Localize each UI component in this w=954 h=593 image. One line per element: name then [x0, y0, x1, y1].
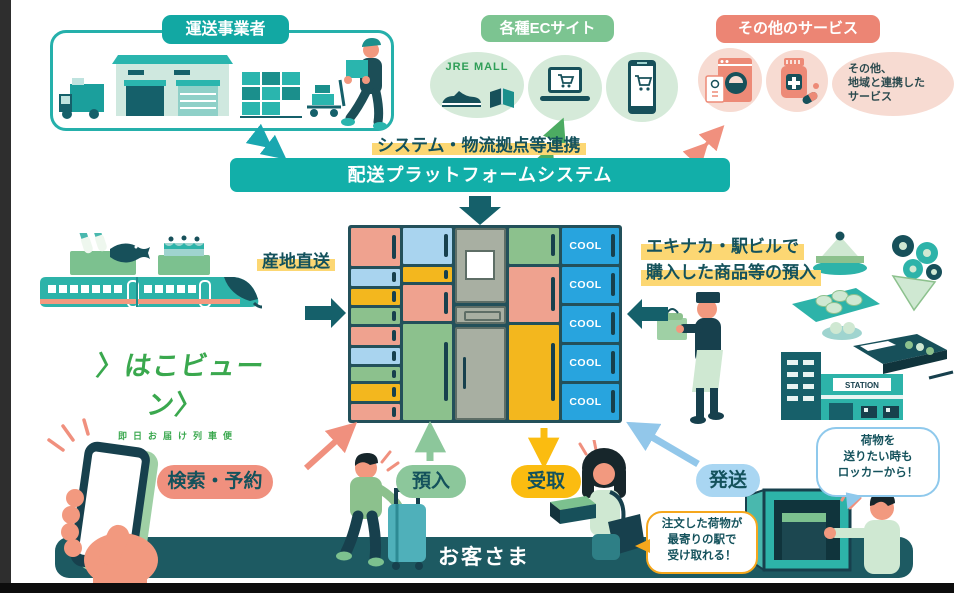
locker-send-illustration — [745, 482, 900, 574]
stacked-boxes-icon — [240, 72, 302, 118]
bouquet-icon — [891, 235, 942, 312]
warehouse-icon — [112, 55, 233, 116]
medicine-icon — [781, 58, 819, 104]
hakobyun-logo-text: 〉はこビューン〉 — [94, 351, 267, 420]
chef-illustration — [657, 292, 724, 424]
locker-cell-blue — [402, 228, 452, 264]
locker-cell-cool: COOL — [562, 228, 620, 264]
jre-mall-text: JRE MALL — [445, 61, 509, 73]
locker-cell-salmon — [351, 327, 400, 345]
locker-cell-green — [402, 324, 452, 420]
station-sign-text: STATION — [845, 381, 879, 390]
phone-cart-icon — [628, 60, 656, 114]
cake-cargo-icon — [158, 235, 210, 275]
transport-illustration — [59, 38, 387, 130]
locker-cell-green — [351, 307, 400, 325]
locker-cell-blue — [351, 347, 400, 365]
search-reserve-pill: 検索・予約 — [157, 465, 273, 499]
platform-to-locker-arrow — [459, 196, 501, 225]
locker-cell-yellow — [402, 266, 452, 283]
hand-smartphone-illustration — [47, 418, 159, 583]
shoe-book-icons — [442, 88, 514, 108]
produce-cargo-icon — [70, 233, 150, 275]
ship-pill: 発送 — [696, 464, 760, 497]
receive-pill: 受取 — [511, 465, 581, 498]
deposit-pill: 預入 — [396, 465, 466, 498]
locker-cell-yellow — [351, 288, 400, 305]
transport-link-arrow — [245, 123, 287, 160]
system-link-label: システム・物流拠点等連携 — [372, 131, 586, 156]
direct-shipping-label: 産地直送 — [257, 247, 335, 272]
locker-cell-salmon — [351, 228, 400, 267]
regional-services-text: その他、 地域と連携した サービス — [848, 63, 925, 103]
delivery-person-icon — [341, 38, 387, 130]
other-link-arrow — [682, 125, 725, 169]
locker-control-panel — [454, 228, 506, 303]
ekinaka-deposit-label: エキナカ・駅ビルで 購入した商品等の預入 — [641, 234, 821, 286]
locker-slot — [454, 305, 506, 324]
locker-cell-green — [508, 228, 560, 264]
locker-column — [351, 228, 400, 420]
suitcase-man-illustration — [336, 450, 426, 570]
locker-cell-yellow — [351, 384, 400, 401]
woman-receiving-box-illustration — [550, 440, 645, 560]
locker-cell-salmon — [402, 285, 452, 322]
laundry-circle — [698, 48, 762, 112]
locker-cell-green — [351, 367, 400, 382]
laptop-cart-icon — [540, 67, 590, 101]
window-left-border — [0, 0, 11, 593]
cake-slice-icon — [813, 231, 867, 275]
laptop-ec-circle — [528, 55, 602, 121]
sushi-tray-icon — [792, 288, 880, 340]
locker-cell-cool: COOL — [562, 384, 620, 420]
direct-to-locker-arrow — [305, 298, 346, 328]
hand-cart-icon — [307, 79, 346, 117]
locker-cell-cool: COOL — [562, 345, 620, 381]
platform-banner: 配送プラットフォームシステム — [230, 158, 730, 192]
locker-column — [454, 228, 506, 420]
washing-machine-icon — [705, 58, 752, 103]
phone-ec-circle — [606, 52, 678, 122]
send-from-locker-bubble: 荷物を 送りたい時も ロッカーから！ — [816, 427, 940, 512]
order-pickup-bubble: 注文した荷物が 最寄りの駅で 受け取れる！ — [635, 511, 758, 574]
locker-door — [454, 326, 506, 420]
locker-cell-salmon — [508, 266, 560, 323]
locker-cell-salmon — [351, 403, 400, 420]
hakobyun-logo-subtext: 即日お届け列車便 — [117, 431, 238, 441]
locker-column — [402, 228, 452, 420]
shinkansen-illustration — [40, 233, 262, 309]
other-services-label: その他のサービス — [716, 15, 880, 43]
window-bottom-border — [0, 583, 954, 593]
transport-operators-label: 運送事業者 — [162, 15, 289, 44]
train-body — [40, 277, 262, 309]
station-building-icon: STATION — [781, 352, 903, 420]
jre-mall-circle: JRE MALL — [430, 52, 524, 118]
hakobyun-logo: 〉はこビューン〉 即日お届け列車便 — [88, 344, 268, 442]
truck-icon — [59, 78, 104, 119]
bubble-tail — [842, 492, 863, 512]
bento-icon — [853, 334, 954, 380]
locker-cell-cool: COOL — [562, 306, 620, 342]
pharmacy-circle — [766, 50, 828, 112]
locker-screen — [465, 250, 496, 280]
locker-cell-cool: COOL — [562, 267, 620, 303]
locker-column — [508, 228, 560, 421]
bubble-tail — [635, 539, 650, 553]
ec-sites-label: 各種ECサイト — [481, 15, 614, 42]
regional-services-note: その他、 地域と連携した サービス — [832, 52, 954, 116]
locker-cell-yellow — [508, 325, 560, 421]
locker-cell-blue — [351, 269, 400, 286]
